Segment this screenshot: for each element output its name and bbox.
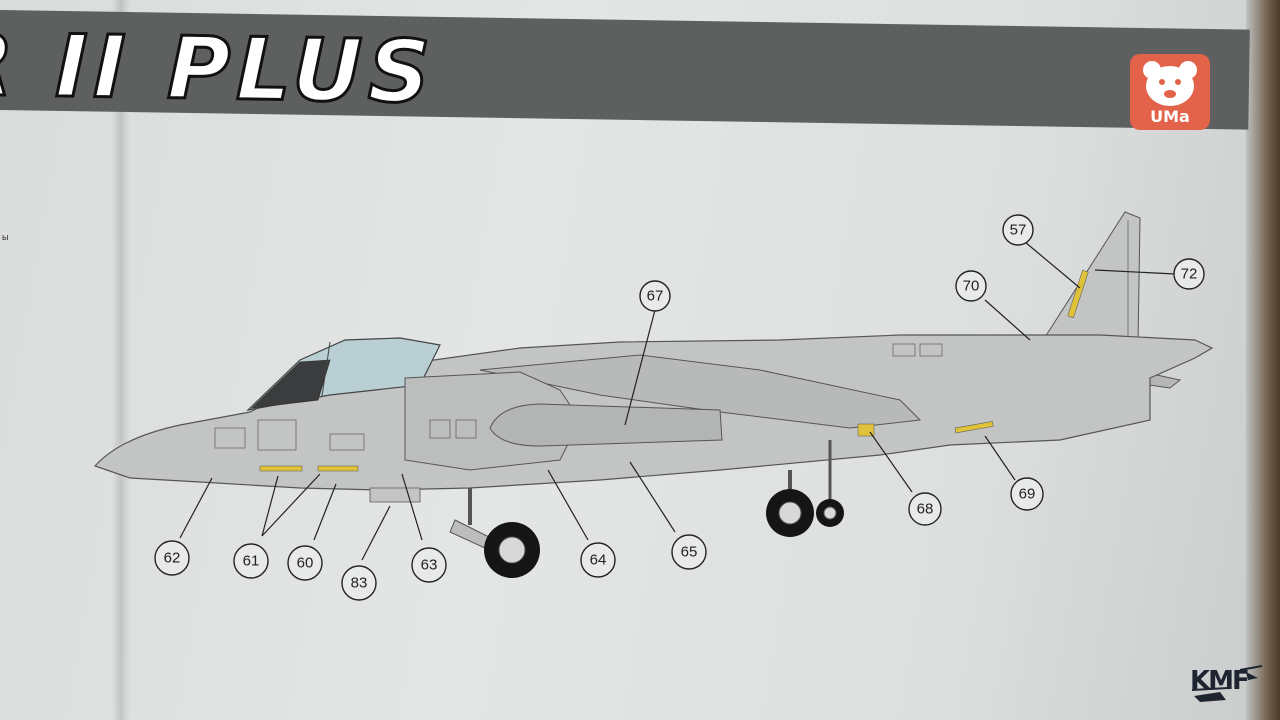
callout-65: 65 xyxy=(671,534,707,570)
bear-head-icon xyxy=(1143,61,1197,106)
callout-69: 69 xyxy=(1010,477,1044,511)
callout-label: 67 xyxy=(647,288,664,305)
drop-tank xyxy=(489,403,723,447)
callout-83: 83 xyxy=(341,565,377,601)
wing xyxy=(479,354,922,429)
callout-label: 61 xyxy=(243,553,260,570)
callout-label: 70 xyxy=(963,278,980,295)
callout-61: 61 xyxy=(233,543,269,579)
callout-57: 57 xyxy=(1002,214,1034,246)
side-note: ы xyxy=(2,232,9,242)
callout-68: 68 xyxy=(908,492,942,526)
callout-label: 62 xyxy=(164,550,181,567)
site-watermark: KMF xyxy=(1190,662,1266,712)
brand-logo: UMa xyxy=(1130,54,1210,130)
helicopter-icon xyxy=(1191,665,1263,702)
nose-gear xyxy=(449,488,540,578)
callout-60: 60 xyxy=(287,545,323,581)
watermark-text: KMF xyxy=(1190,666,1250,696)
page-fold xyxy=(112,0,130,720)
sheet-edge xyxy=(1246,0,1280,720)
callout-67: 67 xyxy=(639,280,671,312)
callout-62: 62 xyxy=(154,540,190,576)
cockpit-interior xyxy=(250,359,331,409)
main-gear xyxy=(766,470,814,537)
callout-label: 60 xyxy=(297,555,314,572)
callout-72: 72 xyxy=(1173,258,1205,290)
outrigger-gear xyxy=(816,440,844,527)
callout-70: 70 xyxy=(955,270,987,302)
callout-label: 63 xyxy=(421,557,438,574)
callout-label: 57 xyxy=(1010,222,1027,239)
callout-label: 72 xyxy=(1181,266,1198,283)
callout-label: 65 xyxy=(681,544,698,561)
tail-fin xyxy=(1039,211,1141,346)
callout-label: 68 xyxy=(917,501,934,518)
logo-text: UMa xyxy=(1150,107,1190,126)
callout-64: 64 xyxy=(580,542,616,578)
callout-label: 83 xyxy=(351,575,368,592)
callout-label: 69 xyxy=(1019,486,1036,503)
leader-lines xyxy=(179,241,1176,561)
callout-label: 64 xyxy=(590,552,607,569)
callout-63: 63 xyxy=(411,547,447,583)
